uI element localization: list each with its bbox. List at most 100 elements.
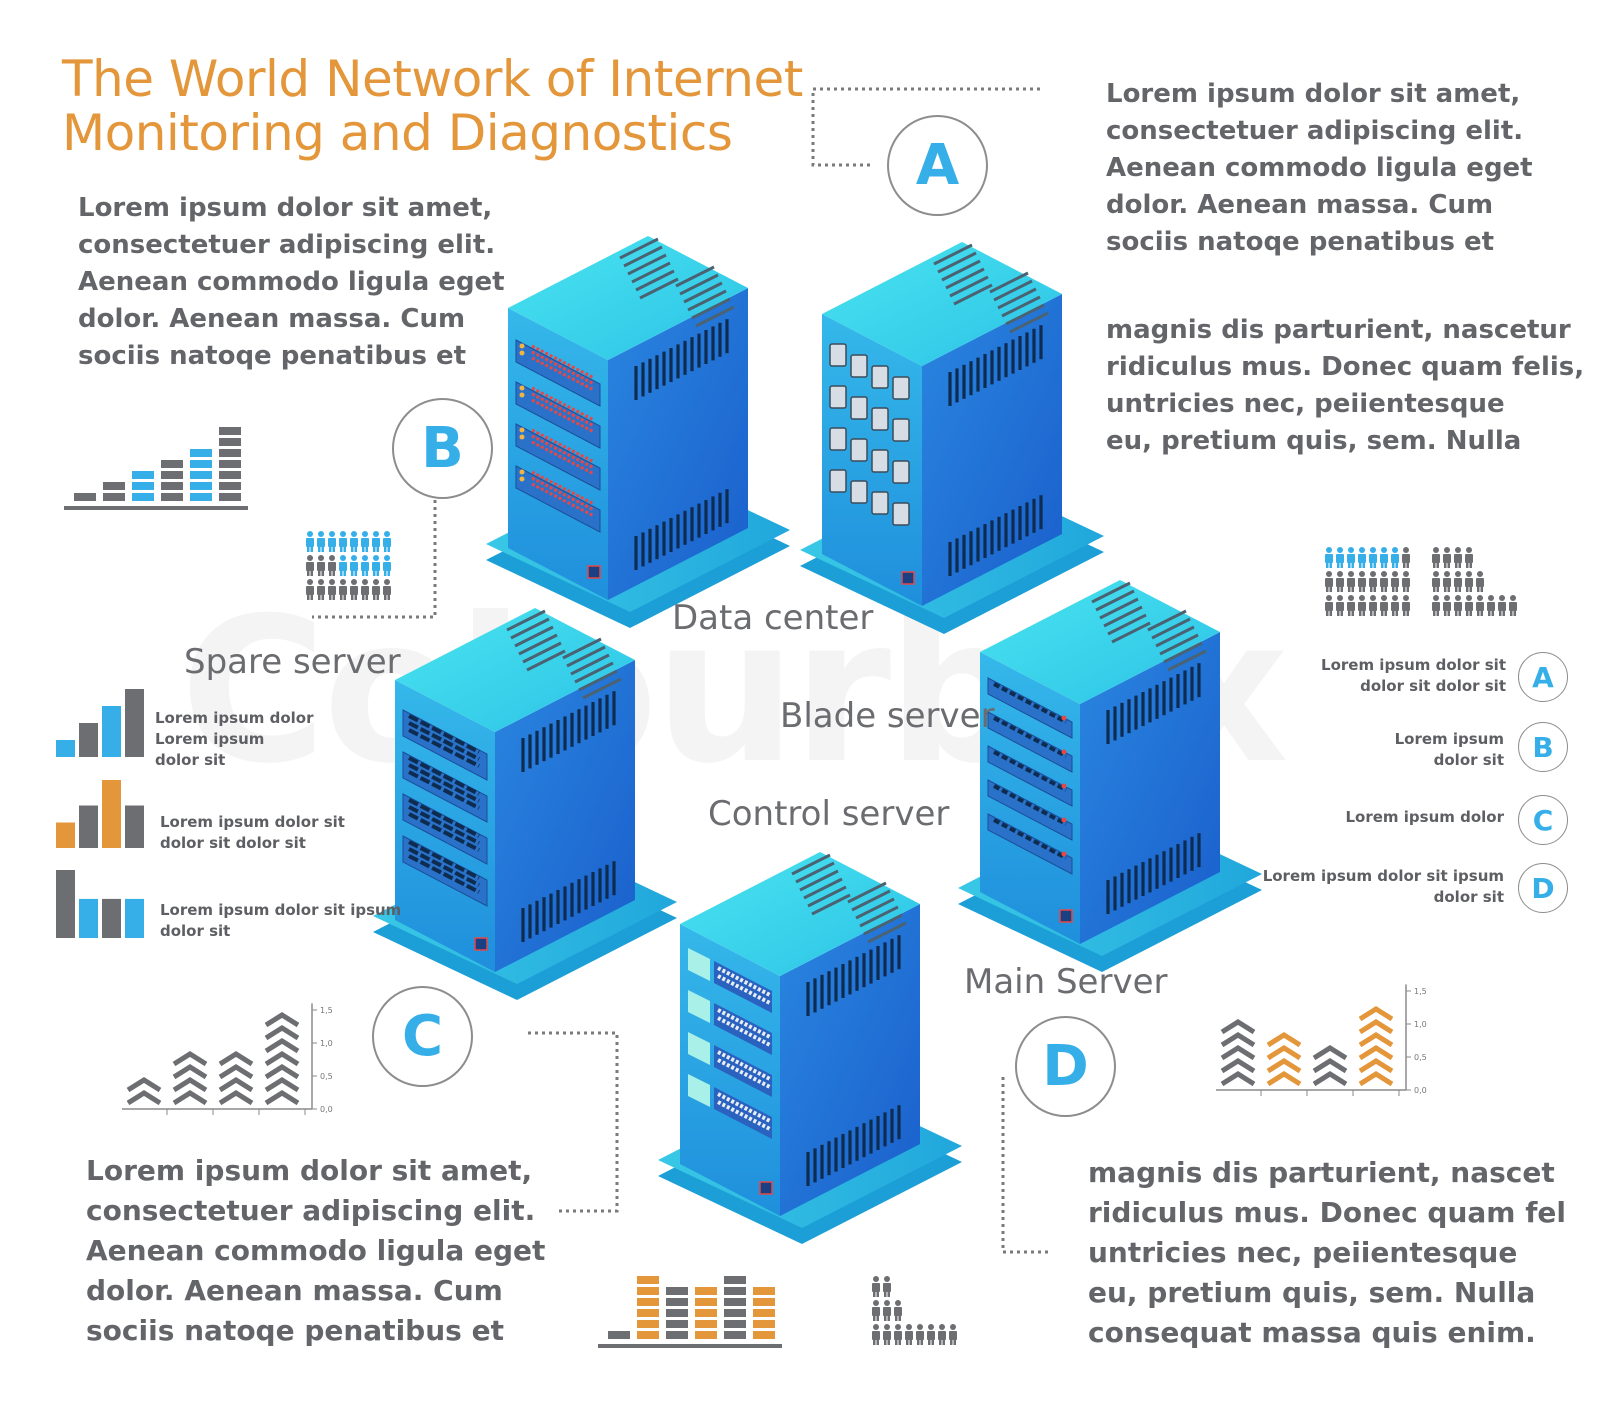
chart-chevron <box>1312 1071 1348 1087</box>
chart-tick-label: 0,5 <box>320 1072 333 1081</box>
label-data-center: Data center <box>672 598 874 638</box>
chart-block <box>103 493 125 501</box>
mini-bar <box>56 740 75 757</box>
chart-block <box>637 1331 659 1339</box>
chart-chevron <box>1358 1071 1394 1087</box>
mini-bar <box>102 706 121 757</box>
chart-block <box>666 1331 688 1339</box>
chart-block <box>724 1320 746 1328</box>
chart-chevron <box>1358 1006 1394 1022</box>
chart-block <box>219 482 241 490</box>
page-title: The World Network of Internet Monitoring… <box>62 50 803 162</box>
mini-bar <box>102 898 121 938</box>
mini-bar <box>79 723 98 757</box>
chart-chevron <box>172 1051 208 1067</box>
chart-chevron <box>264 1012 300 1028</box>
chart-tick-label: 0,5 <box>1414 1053 1427 1062</box>
label-blade-server: Blade server <box>780 696 995 736</box>
dotted-connectors <box>312 87 1052 1254</box>
legend-text-d: Lorem ipsum dolor sit ipsum dolor sit <box>1262 867 1504 906</box>
chart-tick-label: 1,5 <box>1414 987 1427 996</box>
chart-block <box>695 1298 717 1306</box>
chart-block <box>753 1298 775 1306</box>
legend-marker-d: D <box>1518 863 1568 913</box>
mini-chart-caption-2: Lorem ipsum dolor sit dolor sit dolor si… <box>160 813 345 852</box>
chart-block <box>666 1287 688 1295</box>
chart-block <box>637 1287 659 1295</box>
chart-block <box>132 482 154 490</box>
chart-block <box>695 1320 717 1328</box>
chart-block <box>724 1298 746 1306</box>
chart-chevron <box>264 1025 300 1041</box>
chart-chevron <box>1312 1045 1348 1061</box>
label-control-server: Control server <box>708 794 950 834</box>
chart-chevron <box>172 1077 208 1093</box>
chart-block <box>666 1298 688 1306</box>
chart-right-chevrons: 0,00,51,01,5 <box>1216 984 1427 1096</box>
chart-tick-label: 0,0 <box>320 1105 333 1114</box>
chart-block <box>190 460 212 468</box>
chart-block <box>219 438 241 446</box>
chart-chevron <box>264 1077 300 1093</box>
chart-tick-label: 1,0 <box>1414 1020 1427 1029</box>
marker-d: D <box>1015 1016 1116 1117</box>
chart-top-left-bars <box>64 427 248 510</box>
chart-block <box>666 1320 688 1328</box>
chart-block <box>608 1331 630 1339</box>
legend-marker-a: A <box>1518 652 1568 702</box>
chart-chevron <box>1220 1045 1256 1061</box>
chart-chevron <box>1220 1058 1256 1074</box>
chart-block <box>753 1287 775 1295</box>
chart-block <box>161 493 183 501</box>
chart-block <box>724 1309 746 1317</box>
chart-block <box>161 460 183 468</box>
chart-block <box>190 471 212 479</box>
chart-block <box>695 1331 717 1339</box>
chart-chevron <box>264 1038 300 1054</box>
chart-chevron <box>172 1090 208 1106</box>
server-data-center-left <box>486 236 790 628</box>
mini-bar <box>79 898 98 938</box>
chart-tick-label: 1,0 <box>320 1039 333 1048</box>
chart-block <box>132 493 154 501</box>
paragraph-top-left: Lorem ipsum dolor sit amet, consectetuer… <box>78 193 505 371</box>
people-icons-right-2 <box>1432 547 1517 616</box>
label-main-server: Main Server <box>964 962 1168 1002</box>
chart-block <box>724 1331 746 1339</box>
chart-chevron <box>1266 1032 1302 1048</box>
legend-marker-c: C <box>1518 795 1568 845</box>
chart-chevron <box>1358 1032 1394 1048</box>
legend-text-b: Lorem ipsum dolor sit <box>1394 730 1504 769</box>
chart-chevron <box>1266 1058 1302 1074</box>
chart-block <box>695 1309 717 1317</box>
chart-block <box>666 1309 688 1317</box>
chart-block <box>219 449 241 457</box>
chart-chevron <box>264 1064 300 1080</box>
chart-chevron <box>1266 1071 1302 1087</box>
paragraph-bottom-left: Lorem ipsum dolor sit amet, consectetuer… <box>86 1154 546 1347</box>
paragraph-bottom-right: magnis dis parturient, nascet ridiculus … <box>1088 1156 1566 1349</box>
chart-chevron <box>1358 1045 1394 1061</box>
mini-chart-caption-3: Lorem ipsum dolor sit ipsum dolor sit <box>160 901 402 940</box>
chart-block <box>637 1309 659 1317</box>
chart-bottom-center-bars <box>598 1276 782 1348</box>
chart-chevron <box>218 1051 254 1067</box>
chart-chevron <box>1312 1058 1348 1074</box>
chart-block <box>219 460 241 468</box>
chart-block <box>132 471 154 479</box>
people-icons-right-1 <box>1325 547 1410 616</box>
chart-block <box>219 427 241 435</box>
server-blade <box>958 580 1262 972</box>
chart-block <box>219 471 241 479</box>
chart-chevron <box>1266 1045 1302 1061</box>
connector-a <box>811 87 1040 167</box>
chart-block <box>161 482 183 490</box>
chart-block <box>74 493 96 501</box>
server-data-center-right <box>800 242 1104 634</box>
chart-block <box>724 1276 746 1284</box>
chart-chevron <box>218 1064 254 1080</box>
marker-b: B <box>392 398 493 499</box>
chart-chevron <box>218 1090 254 1106</box>
chart-chevron <box>172 1064 208 1080</box>
chart-chevron <box>126 1090 162 1106</box>
